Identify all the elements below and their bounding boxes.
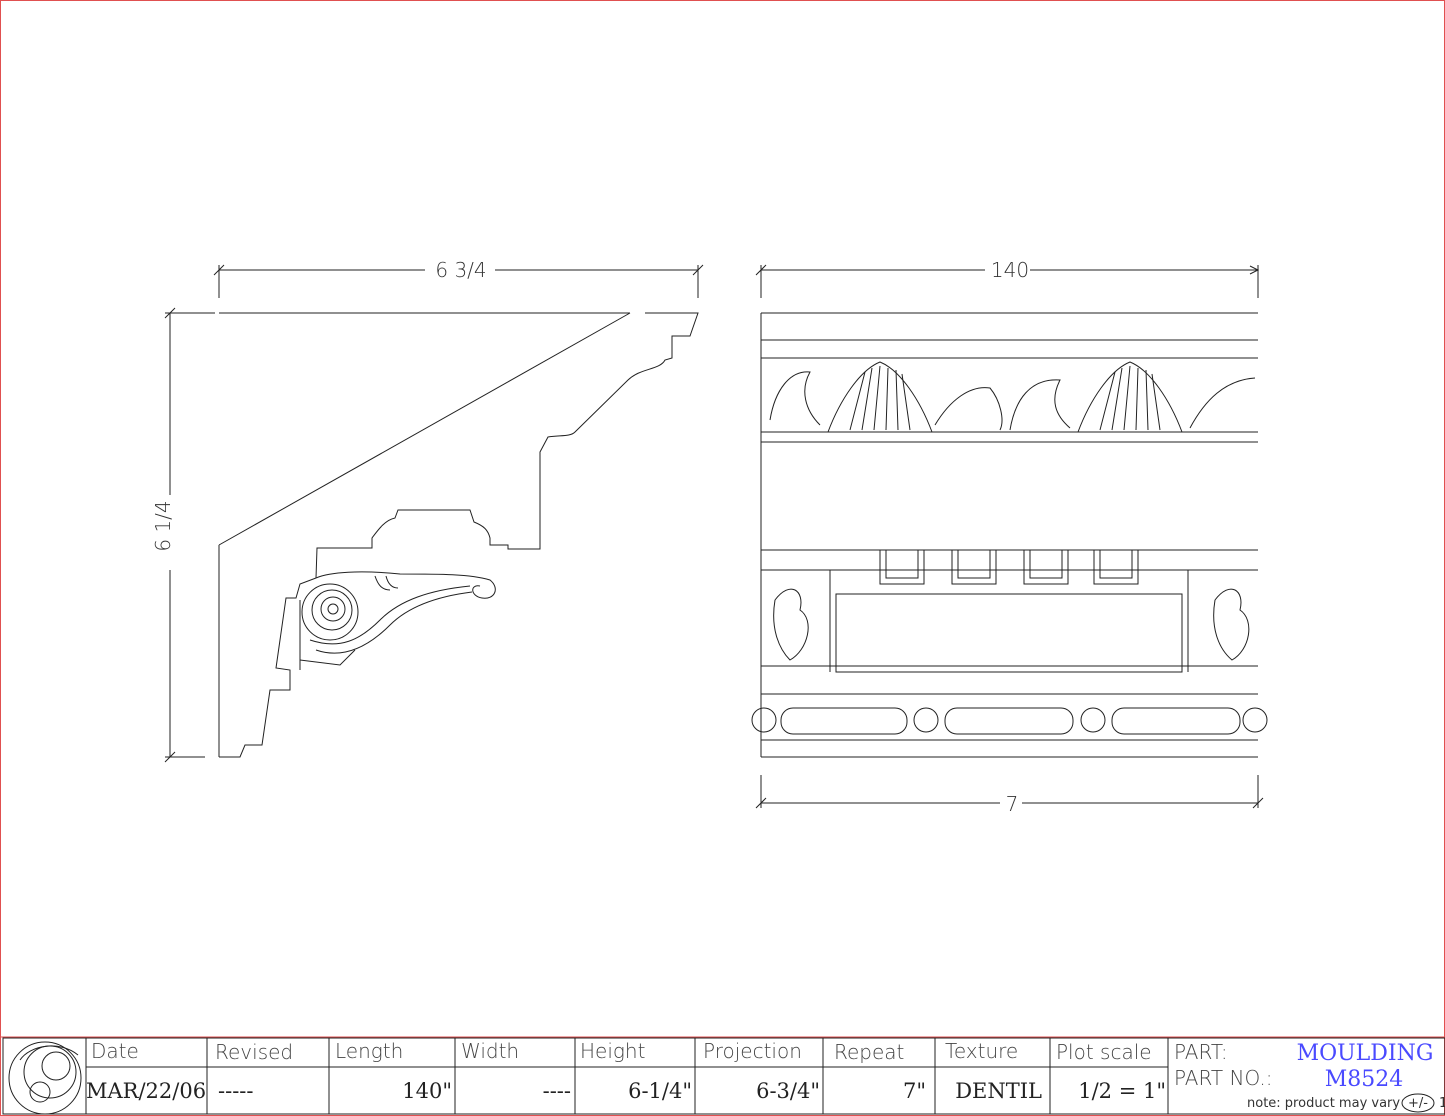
projection-dimension-label: 6 3/4 (435, 258, 486, 282)
length-dimension-label: 140 (991, 258, 1029, 282)
repeat-dimension-label: 7 (1006, 792, 1019, 816)
projection-dimension-line (213, 264, 704, 298)
header-height: Height (580, 1039, 645, 1063)
part-label: PART: (1174, 1040, 1228, 1064)
height-dimension-label: 6 1/4 (151, 500, 175, 551)
header-revised: Revised (215, 1040, 293, 1064)
tolerance-symbol-circle (1401, 1093, 1435, 1113)
profile-view: 6 3/4 6 1/4 (151, 258, 704, 763)
tolerance-symbol: +/- (1408, 1096, 1428, 1111)
value-projection: 6-3/4" (756, 1079, 820, 1103)
part-value: MOULDING (1297, 1041, 1434, 1066)
moulding-profile (218, 312, 699, 758)
value-revised: ----- (218, 1079, 253, 1103)
company-logo (8, 1041, 82, 1115)
header-length: Length (335, 1039, 403, 1063)
value-height: 6-1/4" (628, 1079, 692, 1103)
value-repeat: 7" (903, 1079, 926, 1103)
header-date: Date (91, 1039, 139, 1063)
value-plot-scale: 1/2 = 1" (1078, 1079, 1166, 1103)
header-projection: Projection (703, 1039, 802, 1063)
length-dimension-line (755, 264, 1260, 298)
elevation-view: 140 (751, 258, 1268, 816)
moulding-elevation (751, 312, 1268, 758)
part-no-value: M8524 (1325, 1067, 1404, 1092)
header-width: Width (461, 1039, 519, 1063)
header-repeat: Repeat (834, 1040, 904, 1064)
repeat-dimension-line (755, 775, 1264, 809)
title-block: Date Revised Length Width Height Project… (0, 1036, 1445, 1115)
value-length: 140" (402, 1079, 452, 1103)
value-date: MAR/22/06 (86, 1079, 206, 1103)
value-width: ---- (543, 1079, 571, 1103)
tolerance-note: note: product may vary (1247, 1096, 1400, 1111)
header-texture: Texture (945, 1039, 1018, 1063)
tolerance-value: 1 (1439, 1096, 1445, 1111)
header-plot-scale: Plot scale (1056, 1040, 1152, 1064)
part-no-label: PART NO.: (1174, 1066, 1272, 1090)
height-dimension-line (164, 307, 215, 763)
value-texture: DENTIL (955, 1079, 1042, 1103)
